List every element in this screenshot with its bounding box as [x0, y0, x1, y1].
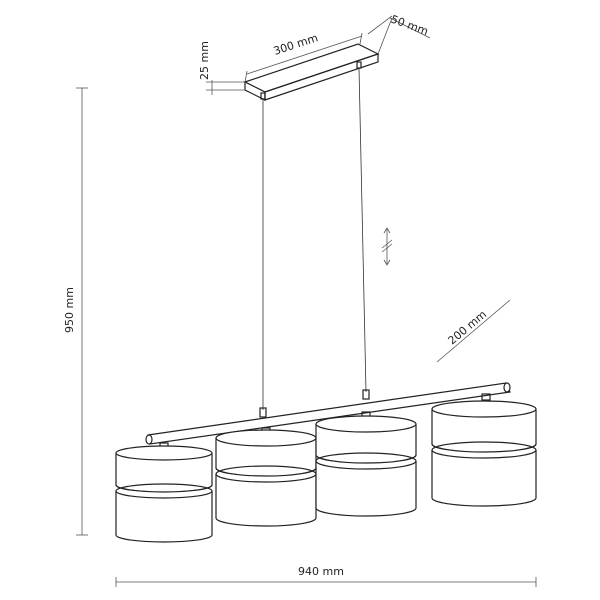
lamp-shade-1: [115, 442, 213, 543]
ceiling-canopy: [243, 43, 380, 101]
label-total-width: 940 mm: [298, 565, 344, 578]
label-canopy-height: 25 mm: [198, 41, 211, 80]
label-total-height: 950 mm: [63, 287, 76, 333]
dimension-canopy-height: 25 mm: [198, 41, 245, 95]
dimension-total-height: 950 mm: [63, 87, 88, 536]
suspension-cables: [259, 67, 370, 418]
dimension-shade-diameter: 200 mm: [436, 299, 511, 363]
dimension-total-width: 940 mm: [115, 565, 537, 587]
label-shade-diameter: 200 mm: [446, 308, 490, 347]
lamp-shade-2: [215, 427, 317, 527]
adjustable-length-icon: [381, 227, 393, 266]
label-canopy-depth: 50 mm: [389, 13, 430, 39]
dimension-canopy-depth: 50 mm: [367, 13, 431, 55]
horizontal-bar: [145, 382, 511, 445]
lamp-shade-4: [431, 393, 537, 507]
lamp-shade-3: [315, 411, 417, 517]
label-canopy-length: 300 mm: [272, 31, 320, 58]
